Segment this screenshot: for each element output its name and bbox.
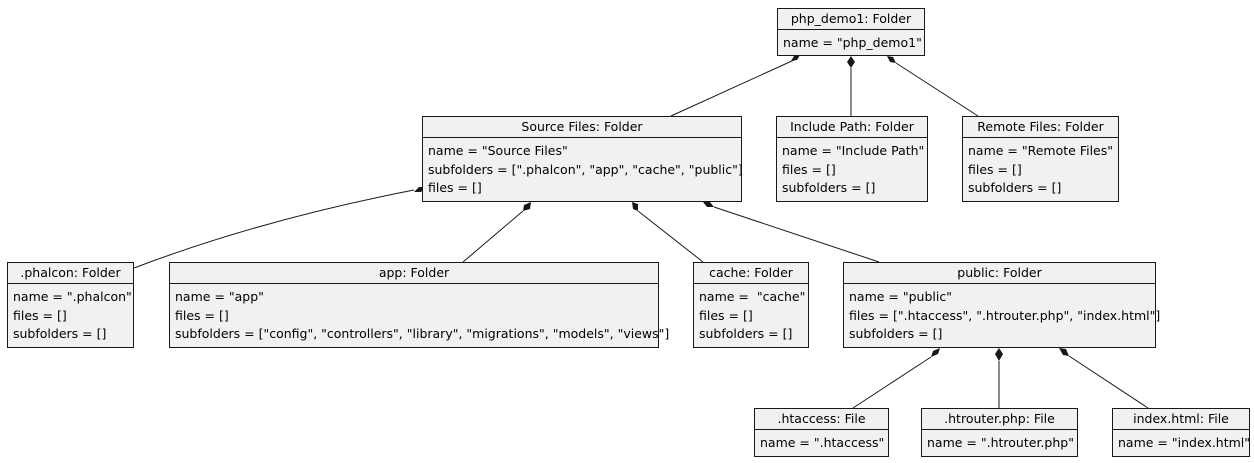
- diamond-public-index_html: [1059, 348, 1069, 356]
- diamond-public-htrouter: [995, 348, 1003, 361]
- object-title: cache: Folder: [694, 263, 808, 284]
- object-htaccess: .htaccess: File name = ".htaccess": [754, 408, 889, 457]
- object-attribute: files = []: [699, 307, 753, 323]
- object-include_path: Include Path: Folder name = "Include Pat…: [776, 116, 928, 202]
- object-title: .phalcon: Folder: [8, 263, 133, 284]
- diamond-source_files-app: [523, 202, 531, 211]
- object-title: Include Path: Folder: [777, 117, 927, 138]
- object-attribute: name = "Remote Files": [968, 143, 1114, 158]
- object-phalcon: .phalcon: Folder name = ".phalcon" files…: [7, 262, 134, 348]
- object-attribute: name = ".htrouter.php": [927, 435, 1074, 450]
- object-attribute: name = "Include Path": [782, 143, 925, 158]
- object-public: public: Folder name = "public" files = […: [843, 262, 1161, 348]
- object-htrouter: .htrouter.php: File name = ".htrouter.ph…: [921, 408, 1078, 457]
- object-title: .htrouter.php: File: [922, 409, 1077, 430]
- object-title: Source Files: Folder: [423, 117, 741, 138]
- object-cache: cache: Folder name = "cache" files = [] …: [693, 262, 809, 348]
- object-attribute: subfolders = []: [849, 326, 943, 341]
- object-title: app: Folder: [170, 263, 658, 284]
- link-source_files-phalcon: [133, 189, 415, 269]
- object-attribute: name = "app": [175, 289, 264, 304]
- object-attribute: name = ".phalcon": [13, 289, 132, 304]
- link-php_demo1-remote_files: [895, 62, 979, 117]
- object-source_files: Source Files: Folder name = "Source File…: [422, 116, 743, 202]
- object-php_demo1: php_demo1: Folder name = "php_demo1": [777, 8, 925, 56]
- object-title: php_demo1: Folder: [778, 9, 924, 30]
- object-attribute: subfolders = []: [13, 326, 107, 341]
- diamond-source_files-cache: [632, 202, 638, 211]
- object-title: .htaccess: File: [755, 409, 888, 430]
- object-attribute: name = "php_demo1": [783, 35, 922, 50]
- object-attribute: files = []: [968, 161, 1022, 177]
- object-attribute: subfolders = []: [699, 326, 793, 341]
- object-app: app: Folder name = "app" files = [] subf…: [169, 262, 670, 348]
- diamond-source_files-public: [703, 202, 714, 207]
- object-attribute: name = "public": [849, 289, 952, 304]
- object-attribute: name = "index.html": [1118, 435, 1251, 450]
- link-source_files-cache: [637, 210, 704, 263]
- object-attribute: subfolders = ["config", "controllers", "…: [175, 326, 670, 341]
- object-attribute: subfolders = []: [782, 180, 876, 195]
- object-remote_files: Remote Files: Folder name = "Remote File…: [962, 116, 1119, 202]
- object-title: Remote Files: Folder: [963, 117, 1118, 138]
- link-source_files-app: [462, 210, 524, 263]
- diamond-php_demo1-source_files: [791, 55, 800, 61]
- object-title: public: Folder: [844, 263, 1155, 284]
- object-attribute: subfolders = [".phalcon", "app", "cache"…: [428, 161, 743, 177]
- object-attribute: files = [".htaccess", ".htrouter.php", "…: [849, 307, 1161, 323]
- object-attribute: subfolders = []: [968, 180, 1062, 195]
- link-php_demo1-source_files: [670, 59, 795, 117]
- diamond-public-htaccess: [931, 348, 940, 357]
- diamond-php_demo1-include_path: [847, 56, 855, 68]
- object-attribute: files = []: [175, 307, 229, 323]
- object-attribute: name = "Source Files": [428, 143, 568, 158]
- link-source_files-public: [713, 206, 880, 263]
- object-title: index.html: File: [1113, 409, 1249, 430]
- object-attribute: name = ".htaccess": [760, 435, 885, 450]
- object-index_html: index.html: File name = "index.html": [1112, 408, 1250, 457]
- object-attribute: files = []: [13, 307, 67, 323]
- link-public-htaccess: [852, 356, 932, 409]
- object-attribute: files = []: [428, 180, 482, 195]
- diamond-php_demo1-remote_files: [887, 56, 896, 63]
- object-attribute: files = []: [782, 161, 836, 177]
- object-attribute: name = "cache": [699, 289, 806, 304]
- link-public-index_html: [1068, 355, 1149, 409]
